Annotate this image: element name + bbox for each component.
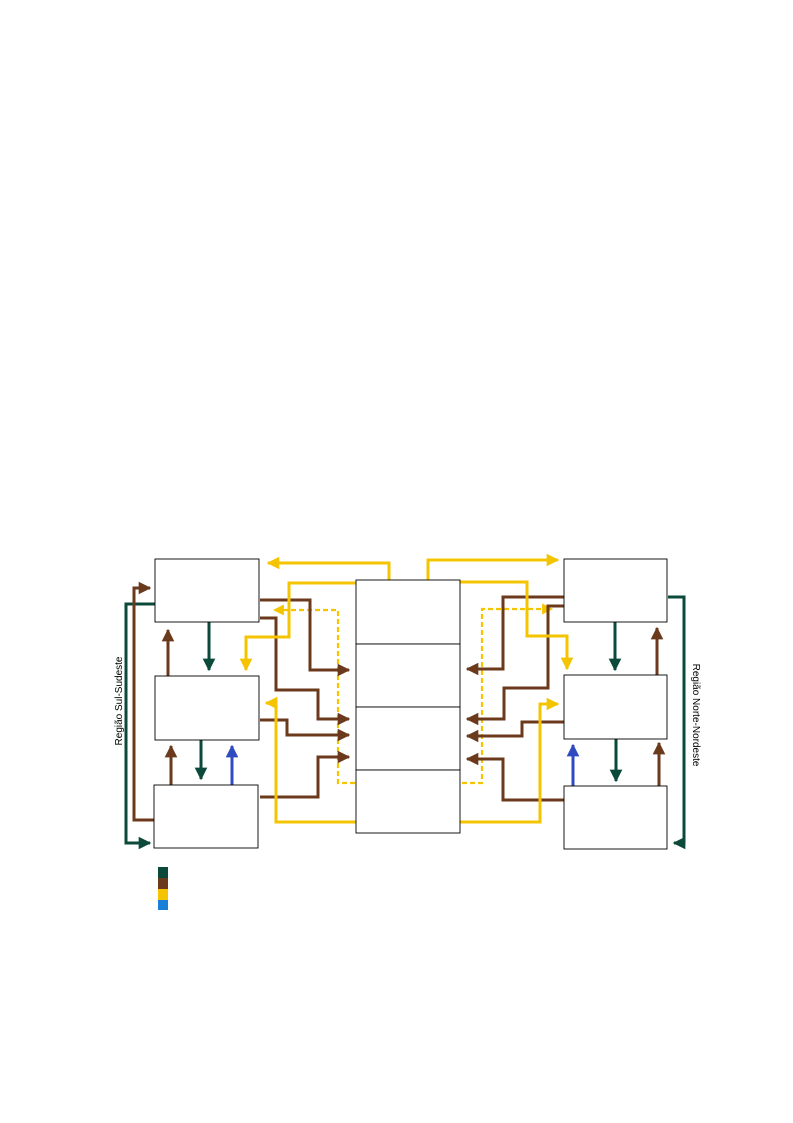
yellow-flow-l-mid: [239, 581, 356, 672]
legend-swatch-yellow: [158, 889, 168, 900]
yellow-flow-r-top: [426, 553, 560, 580]
legend-swatch-dark-green: [158, 867, 168, 878]
right-box-middle: [563, 674, 668, 740]
yellow-flow-r-mid: [460, 580, 574, 671]
yellow-flow-l-bottom: [264, 696, 356, 824]
brown-flow-l2: [260, 616, 351, 726]
legend-swatch-brown: [158, 878, 168, 889]
yellow-flow-l-top: [266, 556, 391, 580]
center-box-2: [355, 643, 461, 708]
right-box-top: [563, 558, 668, 623]
legend: [158, 867, 168, 910]
yellow-flow-r-bottom: [460, 697, 560, 824]
left-box-middle: [154, 675, 260, 741]
dashed-flow-right: [462, 603, 554, 785]
brown-flow-l4: [260, 750, 351, 799]
region-label-left: Região Sul-Sudeste: [114, 656, 125, 745]
brown-flow-left-outer: [132, 581, 156, 822]
right-box-bottom: [563, 785, 668, 850]
legend-swatch-light-blue: [158, 900, 168, 910]
brown-flow-r3: [465, 720, 564, 743]
center-box-4: [355, 769, 461, 834]
region-label-right: Região Norte-Nordeste: [690, 664, 701, 767]
green-flow-left-outer: [124, 602, 156, 850]
brown-flow-r4: [465, 752, 564, 802]
left-box-top: [154, 558, 260, 623]
brown-flow-l3: [260, 718, 351, 742]
left-box-bottom: [153, 784, 259, 849]
green-flow-right-outer: [668, 595, 686, 850]
dashed-flow-left: [272, 604, 355, 785]
center-box-3: [355, 706, 461, 771]
brown-flow-r1: [465, 595, 564, 676]
brown-flow-l1: [260, 598, 351, 677]
brown-flow-r2: [465, 604, 564, 726]
center-box-1: [355, 579, 461, 645]
